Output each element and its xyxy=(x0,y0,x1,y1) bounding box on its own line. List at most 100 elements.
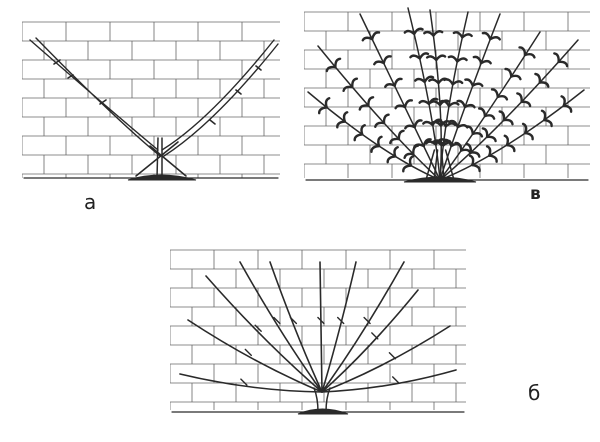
leaf xyxy=(442,138,453,148)
leaf xyxy=(452,31,464,39)
leaf xyxy=(408,155,415,167)
leaf xyxy=(465,125,474,136)
fan-branch xyxy=(321,261,405,393)
leaf xyxy=(485,145,492,157)
figure-a xyxy=(22,21,280,181)
leaf xyxy=(503,134,510,147)
leaf xyxy=(443,78,454,86)
tie-mark xyxy=(289,316,298,325)
leaf xyxy=(336,120,346,129)
leaf xyxy=(483,114,496,120)
leaf xyxy=(393,146,399,158)
leaf xyxy=(449,119,459,129)
leaf xyxy=(361,36,374,42)
leaf xyxy=(428,78,440,85)
leaf xyxy=(404,124,416,130)
leafy-fan-tree xyxy=(305,7,589,183)
leafy-branch xyxy=(439,89,585,181)
leaf xyxy=(485,135,497,143)
leaf xyxy=(318,106,328,115)
leaf xyxy=(504,67,513,78)
brick-wall-a xyxy=(22,21,280,178)
leaf xyxy=(373,60,385,66)
leaf xyxy=(374,121,386,128)
trunk-stem xyxy=(444,149,455,181)
leaf xyxy=(436,120,447,128)
leaf xyxy=(496,95,509,101)
leaf xyxy=(413,143,425,149)
leaf xyxy=(468,154,475,167)
stake-right xyxy=(149,145,187,177)
tie-mark xyxy=(244,348,252,357)
tie-mark xyxy=(254,324,262,332)
leaf xyxy=(358,104,370,111)
fan-branch xyxy=(205,275,323,393)
leaf xyxy=(409,54,421,60)
figure-v xyxy=(304,7,590,183)
figure-label-b: б xyxy=(528,381,541,405)
leaf xyxy=(433,139,445,147)
leaf xyxy=(480,59,492,65)
trunk-stem xyxy=(425,149,436,181)
leaf xyxy=(540,109,547,122)
leaf xyxy=(488,154,498,163)
leaf xyxy=(427,97,439,106)
leaf xyxy=(377,135,383,148)
leaf xyxy=(534,72,542,84)
figure-label-a: а xyxy=(84,190,97,214)
leaf xyxy=(439,99,451,108)
leaf xyxy=(460,148,472,155)
fan-branch xyxy=(321,325,451,393)
leaf xyxy=(498,110,506,122)
leaf xyxy=(489,36,501,41)
tie-mark xyxy=(273,316,281,325)
figure-label-v: в xyxy=(530,184,541,204)
tie-mark xyxy=(337,316,345,325)
left-arm xyxy=(29,37,161,157)
leaf xyxy=(353,133,364,142)
leaf xyxy=(403,29,416,36)
leaf xyxy=(403,99,413,109)
leaf xyxy=(469,151,481,158)
leaf xyxy=(521,122,528,135)
leaf xyxy=(471,82,484,88)
leaf xyxy=(342,85,354,92)
leaf xyxy=(351,77,359,89)
leaf xyxy=(393,77,403,87)
trunk-stem xyxy=(440,149,445,181)
leaf xyxy=(418,99,431,106)
stake-left xyxy=(135,141,179,177)
leaf xyxy=(382,55,392,65)
leaf xyxy=(463,103,476,109)
leaf xyxy=(423,30,435,37)
leaf xyxy=(481,127,489,139)
leaf xyxy=(472,55,483,65)
leaf xyxy=(447,101,460,108)
leaf xyxy=(543,118,553,128)
leaf xyxy=(553,52,560,64)
leaf xyxy=(397,129,405,141)
right-arm xyxy=(161,39,279,157)
leaf xyxy=(382,113,390,125)
leaf xyxy=(454,141,463,152)
trunk-stem xyxy=(433,149,439,181)
leaf xyxy=(430,120,443,127)
leaf xyxy=(403,152,415,159)
leaf xyxy=(518,46,527,57)
fan-branch xyxy=(321,289,419,393)
leaf xyxy=(413,27,424,36)
leaf xyxy=(505,143,516,153)
leaf xyxy=(538,81,550,88)
ties xyxy=(53,59,262,125)
leaf xyxy=(425,140,437,146)
fan-tree xyxy=(171,261,465,415)
leaf xyxy=(524,53,536,59)
leaf xyxy=(456,57,468,63)
leaf xyxy=(334,57,342,69)
fan-branch xyxy=(187,319,323,393)
leaf xyxy=(367,96,375,107)
leaf xyxy=(413,119,423,129)
leaf xyxy=(418,52,430,60)
leaf xyxy=(324,97,331,109)
